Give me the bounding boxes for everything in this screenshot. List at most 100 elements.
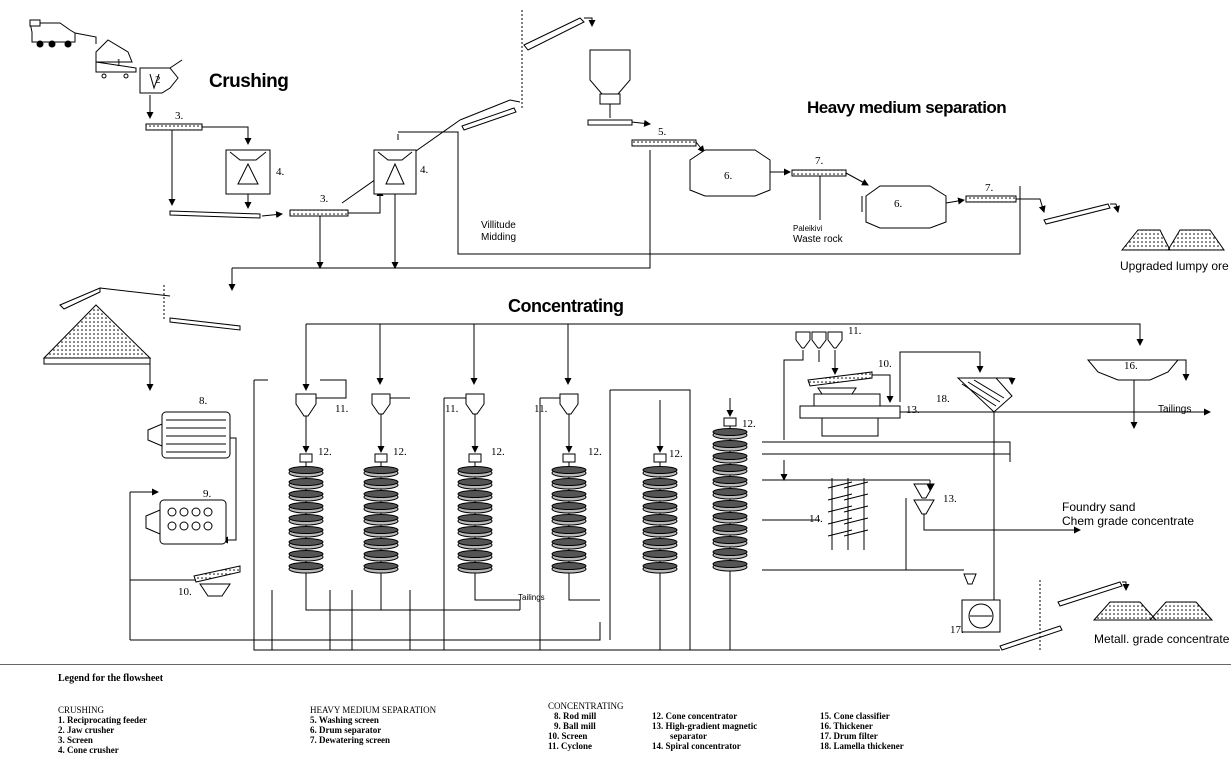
- legend-crushing: CRUSHING 1. Reciprocating feeder 2. Jaw …: [58, 705, 147, 755]
- legend-item: 6. Drum separator: [310, 725, 382, 735]
- cone-disc: [551, 514, 587, 522]
- cone-disc: [363, 478, 399, 486]
- cone-disc: [288, 478, 324, 486]
- label-metall-grade: Metall. grade concentrate: [1094, 632, 1230, 646]
- equip-num-12f: 12.: [742, 418, 756, 430]
- equip-num-11d: 11.: [848, 325, 862, 337]
- equip-num-1: 1: [116, 57, 122, 69]
- label-paleikivi: Paleikivi: [793, 224, 823, 233]
- cone-disc: [288, 526, 324, 534]
- upgraded-ore-piles: [1120, 229, 1225, 251]
- cone-classifier-15: [913, 483, 935, 515]
- legend-item: 17. Drum filter: [820, 731, 878, 741]
- lamella-thickener-18: [956, 377, 1013, 413]
- reciprocating-feeder-icon: [95, 39, 137, 79]
- ball-mill-9: [145, 499, 227, 545]
- cone-disc: [551, 466, 587, 474]
- legend-item: 2. Jaw crusher: [58, 725, 115, 735]
- equip-num-2: 2: [155, 74, 161, 86]
- cone-disc: [712, 428, 748, 436]
- label-waste-rock: Waste rock: [793, 234, 843, 245]
- cone-disc: [457, 490, 493, 498]
- equip-num-11b: 11.: [445, 403, 459, 415]
- cone-disc: [363, 514, 399, 522]
- conveyor-top: [521, 10, 596, 110]
- legend-item: 1. Reciprocating feeder: [58, 715, 148, 725]
- equip-num-14: 14.: [809, 513, 823, 525]
- cone-disc: [712, 440, 748, 448]
- cone-disc: [712, 524, 748, 532]
- cone-disc: [712, 464, 748, 472]
- equip-num-7a: 7.: [815, 155, 824, 167]
- cone-disc: [642, 526, 678, 534]
- dewatering-screen-7a: [791, 169, 847, 177]
- legend-concentrating-heading: CONCENTRATING: [548, 701, 624, 711]
- screen-3-upper: [145, 95, 203, 131]
- label-foundry-sand: Foundry sand: [1062, 500, 1136, 514]
- spiral-concentrator-14: [827, 478, 869, 550]
- label-tailings-center: Tailings: [518, 593, 545, 602]
- legend-item: 15. Cone classifier: [820, 711, 890, 721]
- equip-num-17: 17.: [950, 624, 964, 636]
- legend-item: 16. Thickener: [820, 721, 873, 731]
- flowsheet-drawing: [29, 10, 1225, 651]
- cone-disc: [551, 490, 587, 498]
- conveyor-lower-left: [169, 210, 283, 219]
- equip-num-13b: 13.: [943, 493, 957, 505]
- equip-num-11c: 11.: [534, 403, 548, 415]
- cone-disc: [363, 562, 399, 570]
- cyclone-11a: [295, 393, 317, 417]
- cyclones-11-right: [795, 331, 843, 349]
- cone-disc: [288, 550, 324, 558]
- cone-disc: [551, 538, 587, 546]
- cone-disc: [457, 478, 493, 486]
- legend-item: 8. Rod mill: [554, 711, 597, 721]
- washing-screen-5: [631, 139, 697, 147]
- section-title-heavy-medium: Heavy medium separation: [807, 98, 1007, 117]
- legend-heavy-medium-heading: HEAVY MEDIUM SEPARATION: [310, 705, 437, 715]
- cone-disc: [363, 466, 399, 474]
- cone-disc: [712, 560, 748, 568]
- cone-disc: [288, 490, 324, 498]
- legend-item: 12. Cone concentrator: [652, 711, 738, 721]
- legend-item: 18. Lamella thickener: [820, 741, 904, 751]
- equip-num-12a: 12.: [318, 446, 332, 458]
- section-title-concentrating: Concentrating: [508, 296, 624, 316]
- equip-num-8: 8.: [199, 395, 208, 407]
- cone-disc: [457, 514, 493, 522]
- equip-num-18: 18.: [936, 393, 950, 405]
- equip-num-3b: 3.: [320, 193, 329, 205]
- cone-disc: [642, 538, 678, 546]
- cone-disc: [712, 476, 748, 484]
- legend-item: separator: [670, 731, 707, 741]
- equip-num-6b: 6.: [894, 198, 903, 210]
- cone-disc: [288, 466, 324, 474]
- cone-disc: [642, 514, 678, 522]
- cyclone-11b: [371, 393, 391, 415]
- equip-num-11a: 11.: [335, 403, 349, 415]
- cone-disc: [551, 526, 587, 534]
- legend-title: Legend for the flowsheet: [58, 673, 164, 684]
- label-upgraded-ore: Upgraded lumpy ore: [1120, 259, 1229, 273]
- legend-concentrating-col3: 15. Cone classifier 16. Thickener 17. Dr…: [820, 711, 904, 751]
- conveyor-upgraded: [1043, 203, 1120, 225]
- legend-item: 5. Washing screen: [310, 715, 379, 725]
- equip-num-12b: 12.: [393, 446, 407, 458]
- cone-disc: [642, 466, 678, 474]
- metall-concentrate-piles: [1092, 601, 1214, 621]
- legend-item: 14. Spiral concentrator: [652, 741, 741, 751]
- legend-concentrating-col1: CONCENTRATING 8. Rod mill 9. Ball mill 1…: [548, 701, 624, 751]
- cone-crusher-right-icon: [373, 149, 417, 195]
- legend-item: 4. Cone crusher: [58, 745, 119, 755]
- cone-disc: [363, 538, 399, 546]
- stockpile-conveyor: [59, 285, 241, 331]
- screen-10-left: [193, 565, 241, 597]
- equip-num-12e: 12.: [669, 448, 683, 460]
- legend-item: 10. Screen: [548, 731, 588, 741]
- equip-num-6a: 6.: [724, 170, 733, 182]
- cone-disc: [712, 512, 748, 520]
- cone-disc: [712, 500, 748, 508]
- cone-disc: [712, 452, 748, 460]
- drum-filter-17: [961, 599, 1001, 633]
- cone-disc: [551, 502, 587, 510]
